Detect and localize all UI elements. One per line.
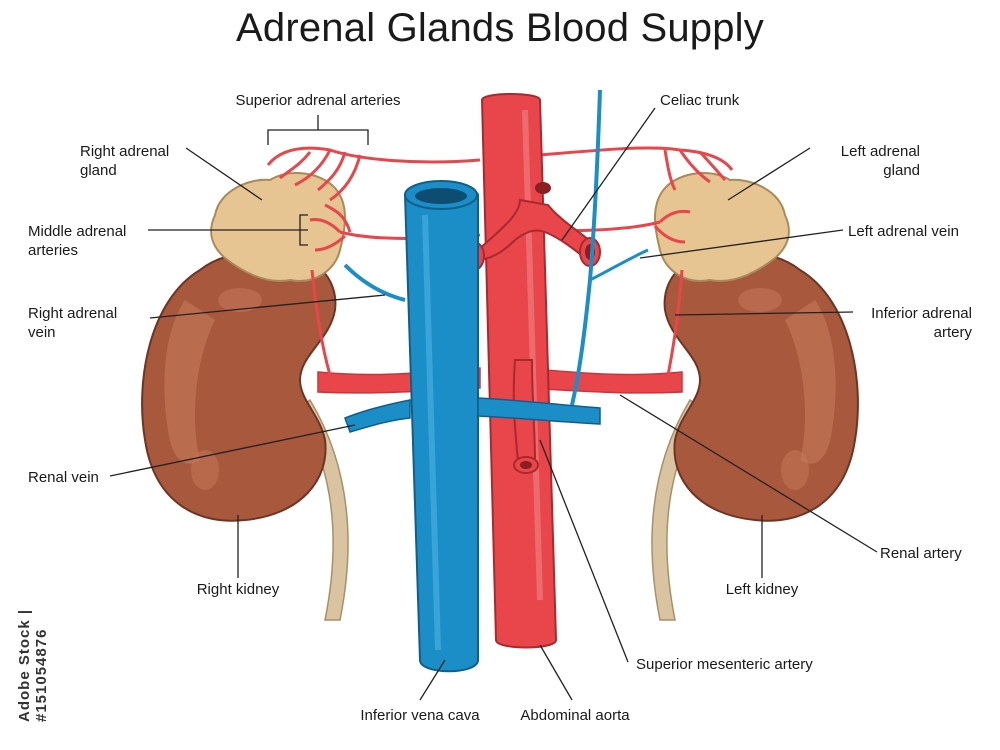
- left-adrenal-gland: [654, 172, 790, 282]
- label-renal-artery: Renal artery: [880, 545, 962, 562]
- left-kidney: [663, 248, 859, 522]
- left-renal-vein: [477, 397, 601, 425]
- label-right-adrenal-gland: Right adrenal gland: [80, 143, 170, 179]
- left-inferior-adrenal-artery: [666, 269, 684, 376]
- right-superior-adrenal-arteries: [266, 146, 481, 202]
- label-celiac-trunk: Celiac trunk: [660, 92, 740, 109]
- label-superior-adrenal-arteries: Superior adrenal arteries: [235, 92, 401, 109]
- left-superior-adrenal-arteries: [539, 146, 734, 191]
- stock-credit: Adobe Stock | #151054876: [16, 608, 50, 722]
- label-abdominal-aorta: Abdominal aorta: [520, 707, 630, 724]
- right-kidney: [141, 248, 337, 522]
- label-left-adrenal-gland: Left adrenal gland: [840, 143, 920, 179]
- label-right-kidney: Right kidney: [196, 581, 280, 598]
- label-superior-mesenteric-artery: Superior mesenteric artery: [636, 656, 813, 673]
- label-right-adrenal-vein: Right adrenal vein: [28, 305, 118, 341]
- leader-lines: [109, 107, 878, 701]
- label-inferior-adrenal-artery: Inferior adrenal artery: [871, 305, 972, 341]
- left-renal-artery: [521, 367, 683, 394]
- label-left-adrenal-vein: Left adrenal vein: [848, 223, 959, 240]
- label-renal-vein: Renal vein: [28, 469, 99, 486]
- superior-adrenal-bracket: [267, 115, 369, 145]
- right-adrenal-vein: [343, 263, 406, 302]
- label-left-kidney: Left kidney: [725, 581, 799, 598]
- label-inferior-vena-cava: Inferior vena cava: [360, 707, 480, 724]
- page-title: Adrenal Glands Blood Supply: [236, 6, 764, 50]
- right-renal-vein: [344, 399, 411, 433]
- right-adrenal-gland: [210, 172, 346, 282]
- right-inferior-adrenal-artery: [310, 269, 332, 376]
- label-middle-adrenal-arteries: Middle adrenal arteries: [28, 223, 127, 259]
- inferior-vena-cava: [403, 186, 479, 673]
